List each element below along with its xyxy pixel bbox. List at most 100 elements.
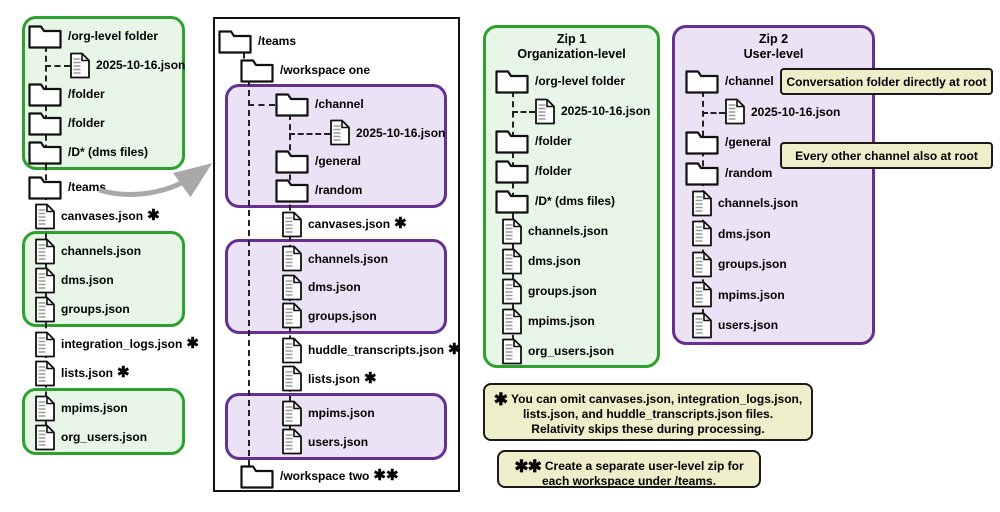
group-box-p3 — [225, 393, 447, 460]
channel-root-callout-text: Conversation folder directly at root — [786, 74, 987, 89]
zip2-title-line1: Zip 2 — [758, 32, 789, 46]
tree-item-label: 2025-10-16.json — [96, 58, 186, 72]
tree-item-label: canvases.json — [308, 217, 391, 231]
note-line: ✱✱Create a separate user-level zip for — [514, 457, 744, 476]
tree-item-label: groups.json — [718, 257, 787, 271]
tree-item: groups.json — [483, 277, 597, 305]
tree-item-label: /teams — [258, 34, 297, 48]
tree-item: /D* (dms files) — [483, 187, 615, 215]
folder-icon — [495, 130, 529, 154]
tree-connector-line — [512, 111, 535, 113]
folder-icon — [495, 190, 529, 214]
file-icon — [725, 98, 745, 125]
tree-connector-line — [45, 65, 70, 67]
asterisk-marker: ✱ — [448, 341, 461, 358]
tree-item-label: 2025-10-16.json — [561, 104, 651, 118]
tree-item-label: 2025-10-16.json — [356, 125, 446, 140]
tree-item: groups.json — [22, 295, 130, 323]
tree-item: /folder — [22, 109, 105, 137]
file-icon — [35, 360, 55, 386]
folder-icon — [495, 160, 529, 184]
teams-arrow-icon — [98, 163, 212, 198]
tree-item-label: huddle_transcripts.json — [308, 343, 445, 357]
tree-item-label: /channel — [725, 74, 774, 88]
file-icon — [35, 203, 55, 229]
tree-item: /random — [213, 176, 362, 204]
tree-item: /folder — [22, 80, 105, 108]
tree-item: 2025-10-16.json — [22, 51, 185, 79]
tree-item-label: /folder — [68, 116, 105, 130]
tree-item: org_users.json — [483, 337, 614, 365]
other-channels-callout-text: Every other channel also at root — [795, 148, 978, 163]
file-icon — [692, 220, 712, 247]
zip1-title-line1: Zip 1 — [556, 32, 587, 46]
tree-item: channels.json — [672, 189, 798, 217]
file-icon — [35, 267, 55, 293]
tree-item: dms.json — [22, 266, 114, 294]
tree-item: /org-level folder — [483, 67, 625, 95]
file-icon — [502, 248, 522, 274]
tree-item: /channel — [672, 67, 774, 95]
folder-icon — [28, 141, 62, 165]
file-icon — [282, 245, 302, 272]
file-icon — [692, 190, 712, 216]
tree-item: canvases.json✱ — [22, 202, 160, 230]
tree-item: groups.json — [672, 250, 787, 278]
tree-item: integration_logs.json✱ — [22, 330, 199, 358]
tree-item-label: /general — [315, 154, 362, 168]
file-icon — [692, 251, 712, 277]
tree-item-label: groups.json — [528, 284, 597, 298]
tree-item-label: /teams — [68, 180, 107, 194]
zip2-title-line2: User-level — [743, 47, 804, 61]
tree-item: groups.json — [213, 302, 377, 330]
tree-connector-line — [702, 111, 725, 114]
folder-icon — [28, 83, 62, 107]
folder-icon — [495, 70, 529, 94]
tree-item: /workspace one — [213, 56, 370, 84]
file-icon — [282, 428, 302, 455]
tree-item: users.json — [213, 428, 368, 456]
file-icon — [535, 98, 555, 124]
tree-item: mpims.json — [213, 399, 375, 427]
tree-item-label: groups.json — [61, 302, 130, 316]
tree-item-label: users.json — [718, 318, 779, 332]
tree-item-label: /folder — [535, 164, 572, 178]
tree-item-label: dms.json — [308, 280, 361, 294]
tree-item: mpims.json — [22, 394, 128, 422]
file-icon — [282, 400, 302, 426]
folder-icon — [275, 178, 309, 203]
tree-item: dms.json — [213, 273, 361, 301]
tree-item: /folder — [483, 127, 572, 155]
file-icon — [692, 281, 712, 308]
file-icon — [502, 218, 522, 244]
tree-item: /random — [672, 159, 772, 187]
tree-item: 2025-10-16.json — [213, 119, 445, 147]
folder-icon — [685, 161, 719, 186]
file-icon — [330, 119, 350, 146]
tree-item: /D* (dms files) — [22, 138, 148, 166]
tree-item-label: /channel — [315, 97, 364, 111]
tree-connector-line — [248, 104, 275, 106]
tree-item-label: /general — [725, 135, 772, 149]
tree-item: /general — [213, 147, 361, 175]
file-icon — [282, 365, 302, 392]
tree-item-label: dms.json — [718, 226, 771, 241]
file-icon — [35, 238, 55, 264]
tree-item-label: dms.json — [528, 254, 581, 268]
tree-connector-line — [289, 132, 330, 135]
tree-connector-line — [512, 81, 514, 351]
tree-item: org_users.json — [22, 423, 147, 451]
tree-item-label: lists.json — [61, 366, 114, 380]
tree-item-label: /D* (dms files) — [68, 145, 149, 159]
tree-item-label: dms.json — [61, 273, 114, 287]
folder-icon — [28, 112, 62, 136]
note-line: Relativity skips these during processing… — [531, 422, 765, 436]
tree-item-label: channels.json — [718, 196, 799, 210]
tree-item-label: /org-level folder — [68, 29, 159, 43]
tree-item-label: lists.json — [308, 371, 361, 386]
folder-icon — [28, 176, 62, 200]
folder-icon — [685, 70, 719, 94]
tree-item-label: org_users.json — [528, 344, 615, 358]
tree-item-label: channels.json — [528, 224, 609, 238]
